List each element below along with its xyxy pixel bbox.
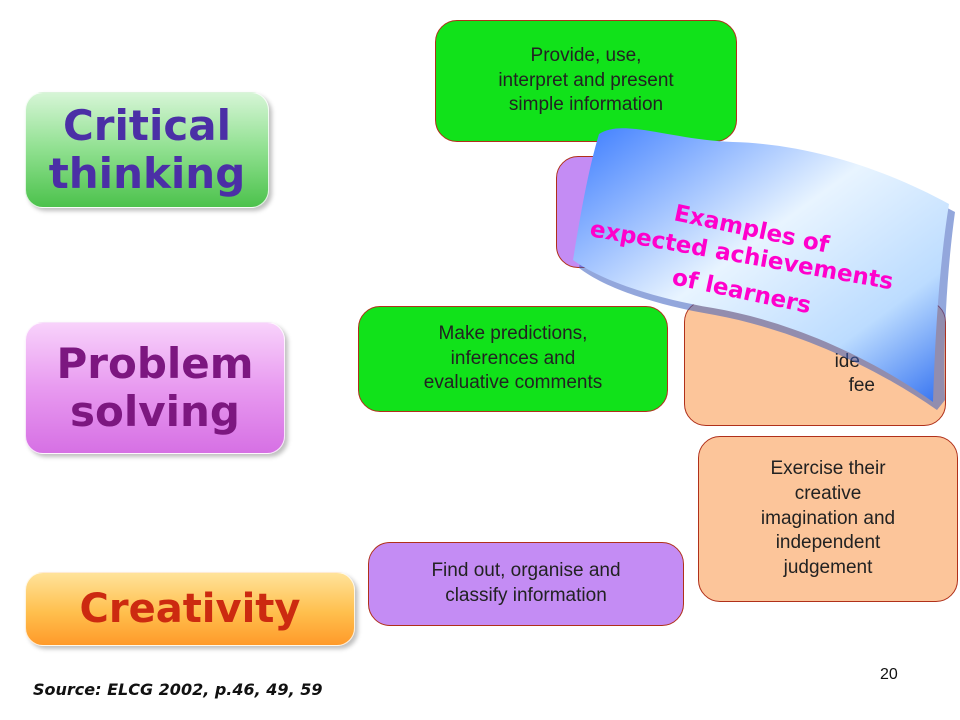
source-citation: Source: ELCG 2002, p.46, 49, 59 — [33, 680, 323, 699]
examples-banner: Examples of expected achievements of lea… — [573, 128, 955, 410]
creativity-label: Creativity — [25, 572, 355, 646]
page-number: 20 — [880, 666, 898, 683]
